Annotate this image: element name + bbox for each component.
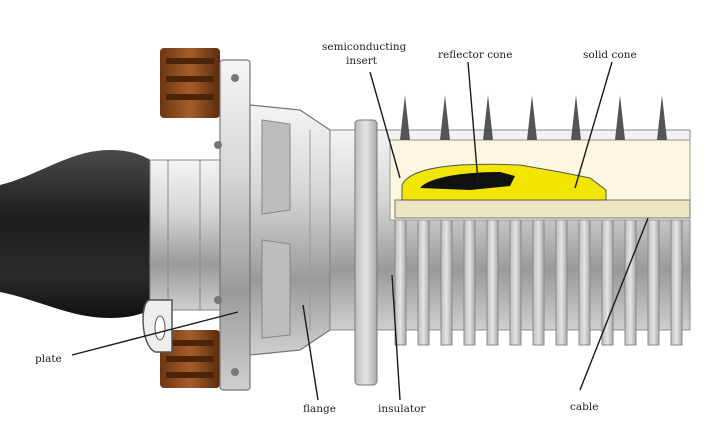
reflector-cone [420,172,515,190]
leader-semiconducting-insert [369,71,401,179]
leader-reflector-cone [467,61,479,183]
connector-sleeve [149,159,226,311]
flange [249,104,331,356]
label-cable: cable [570,401,598,413]
label-solid-cone: solid cone [583,49,637,61]
plate [214,59,251,391]
cable-jacket [0,150,158,318]
leader-insulator [391,274,401,401]
label-semiconducting-line2: insert [346,55,378,67]
insulator-sheds-lower [394,219,683,346]
leader-plate [71,311,239,356]
label-reflector-cone: reflector cone [438,49,512,61]
label-insulator: insulator [378,403,426,415]
label-flange: flange [303,403,336,415]
leader-cable [579,217,649,391]
label-semiconducting-line1: semiconducting [322,41,407,53]
brown-insulator-lower [160,330,220,388]
brown-insulator-upper [160,48,220,118]
insulator-sheds-upper [400,95,667,140]
leader-lines [71,61,649,401]
label-plate: plate [35,353,62,365]
leader-solid-cone [574,61,613,189]
leader-flange [302,304,319,401]
mounting-hook [142,299,173,353]
